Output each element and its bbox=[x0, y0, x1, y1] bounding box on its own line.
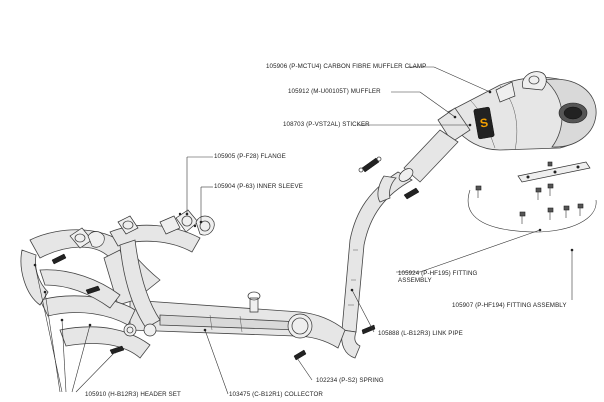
collector-drawing bbox=[129, 291, 346, 349]
header-set-drawing bbox=[20, 215, 201, 359]
label-muffler: 105912 (M-U00105T) MUFFLER bbox=[288, 88, 381, 95]
label-spring: 102234 (P-S2) SPRING bbox=[316, 377, 384, 384]
label-fitting-assembly-105907: 105907 (P-HF194) FITTING ASSEMBLY bbox=[452, 302, 567, 309]
label-sticker: 108703 (P-VST2AL) STICKER bbox=[283, 121, 370, 128]
label-flange: 105905 (P-F28) FLANGE bbox=[214, 153, 286, 160]
label-inner-sleeve: 105904 (P-63) INNER SLEEVE bbox=[214, 183, 303, 190]
label-link-pipe: 105888 (L-B12R3) LINK PIPE bbox=[378, 330, 463, 337]
flange-and-sleeve-drawing bbox=[175, 209, 215, 236]
leader-lines bbox=[33, 66, 574, 395]
muffler-drawing: S bbox=[437, 71, 597, 151]
label-header-set: 105910 (H-B12R3) HEADER SET bbox=[85, 391, 181, 398]
label-fitting-assembly-105924: 105924 (P-HF195) FITTING ASSEMBLY bbox=[398, 270, 478, 284]
muffler-logo: S bbox=[479, 115, 489, 130]
link-pipe-drawing bbox=[341, 129, 459, 359]
label-carbon-fibre-muffler-clamp: 105906 (P-MCTU4) CARBON FIBRE MUFFLER CL… bbox=[266, 63, 427, 70]
fitting-assembly-drawing bbox=[467, 161, 597, 233]
label-collector: 103475 (C-B12R1) COLLECTOR bbox=[229, 391, 323, 398]
